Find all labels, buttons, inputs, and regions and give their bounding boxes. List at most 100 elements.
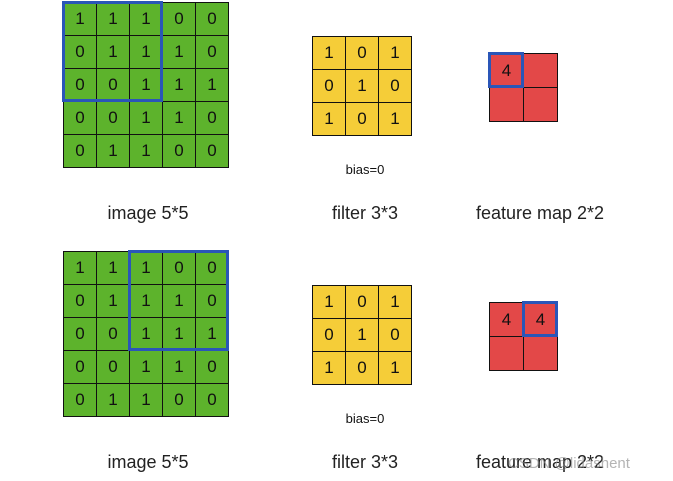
image-cell: 0 (63, 317, 97, 351)
filter-caption: filter 3*3 (331, 452, 399, 472)
image-cell: 0 (195, 35, 229, 69)
feature-map-cell (523, 53, 558, 88)
image-cell: 0 (96, 350, 130, 384)
watermark-text: CSDN @lidashent (508, 455, 630, 472)
filter-cell: 0 (345, 36, 379, 70)
image-cell: 0 (195, 284, 229, 318)
filter-cell: 0 (378, 69, 412, 103)
image-cell: 1 (129, 101, 163, 135)
feature-map-caption: feature map 2*2 (475, 203, 605, 223)
filter-cell: 0 (345, 102, 379, 136)
image-cell: 0 (63, 35, 97, 69)
image-cell: 0 (63, 101, 97, 135)
filter-cell: 0 (345, 351, 379, 385)
image-cell: 1 (96, 2, 130, 36)
image-cell: 1 (129, 35, 163, 69)
image-cell: 1 (162, 317, 196, 351)
image-cell: 0 (96, 101, 130, 135)
filter-cell: 0 (378, 318, 412, 352)
image-cell: 0 (162, 251, 196, 285)
feature-map-cell (523, 336, 558, 371)
image-cell: 0 (195, 134, 229, 168)
image-cell: 1 (129, 350, 163, 384)
feature-map-cell: 4 (489, 53, 524, 88)
image-cell: 1 (96, 284, 130, 318)
image-cell: 1 (162, 101, 196, 135)
image-cell: 0 (195, 2, 229, 36)
image-caption: image 5*5 (107, 203, 189, 223)
image-caption: image 5*5 (107, 452, 189, 472)
image-cell: 1 (96, 134, 130, 168)
image-cell: 1 (96, 383, 130, 417)
image-cell: 0 (63, 350, 97, 384)
filter-cell: 1 (312, 351, 346, 385)
image-cell: 0 (162, 2, 196, 36)
feature-map-row: 4 (489, 53, 558, 88)
filter-cell: 1 (345, 69, 379, 103)
feature-map-cell: 4 (489, 302, 524, 337)
image-cell: 0 (96, 68, 130, 102)
feature-map-cell (489, 336, 524, 371)
image-cell: 1 (129, 68, 163, 102)
filter-cell: 1 (378, 285, 412, 319)
image-cell: 1 (96, 251, 130, 285)
image-cell: 1 (63, 251, 97, 285)
filter-cell: 1 (345, 318, 379, 352)
filter-cell: 1 (312, 285, 346, 319)
image-cell: 0 (195, 101, 229, 135)
image-cell: 1 (162, 284, 196, 318)
image-cell: 1 (129, 2, 163, 36)
image-cell: 1 (63, 2, 97, 36)
image-cell: 1 (162, 68, 196, 102)
image-cell: 1 (162, 35, 196, 69)
image-cell: 0 (195, 383, 229, 417)
filter-cell: 1 (312, 102, 346, 136)
filter-cell: 0 (312, 318, 346, 352)
image-cell: 1 (129, 317, 163, 351)
image-cell: 0 (63, 134, 97, 168)
image-cell: 1 (195, 317, 229, 351)
image-cell: 0 (63, 68, 97, 102)
image-cell: 0 (96, 317, 130, 351)
image-cell: 1 (129, 383, 163, 417)
feature-map-cell (523, 87, 558, 122)
image-cell: 1 (96, 35, 130, 69)
image-cell: 0 (63, 284, 97, 318)
feature-map-row (489, 336, 558, 371)
bias-label: bias=0 (345, 411, 385, 426)
image-cell: 1 (195, 68, 229, 102)
image-cell: 1 (129, 251, 163, 285)
image-cell: 1 (162, 350, 196, 384)
image-cell: 0 (195, 350, 229, 384)
bias-label: bias=0 (345, 162, 385, 177)
image-cell: 1 (129, 284, 163, 318)
feature-map-cell (489, 87, 524, 122)
image-cell: 1 (129, 134, 163, 168)
filter-cell: 0 (312, 69, 346, 103)
filter-cell: 1 (312, 36, 346, 70)
image-cell: 0 (162, 134, 196, 168)
image-cell: 0 (195, 251, 229, 285)
